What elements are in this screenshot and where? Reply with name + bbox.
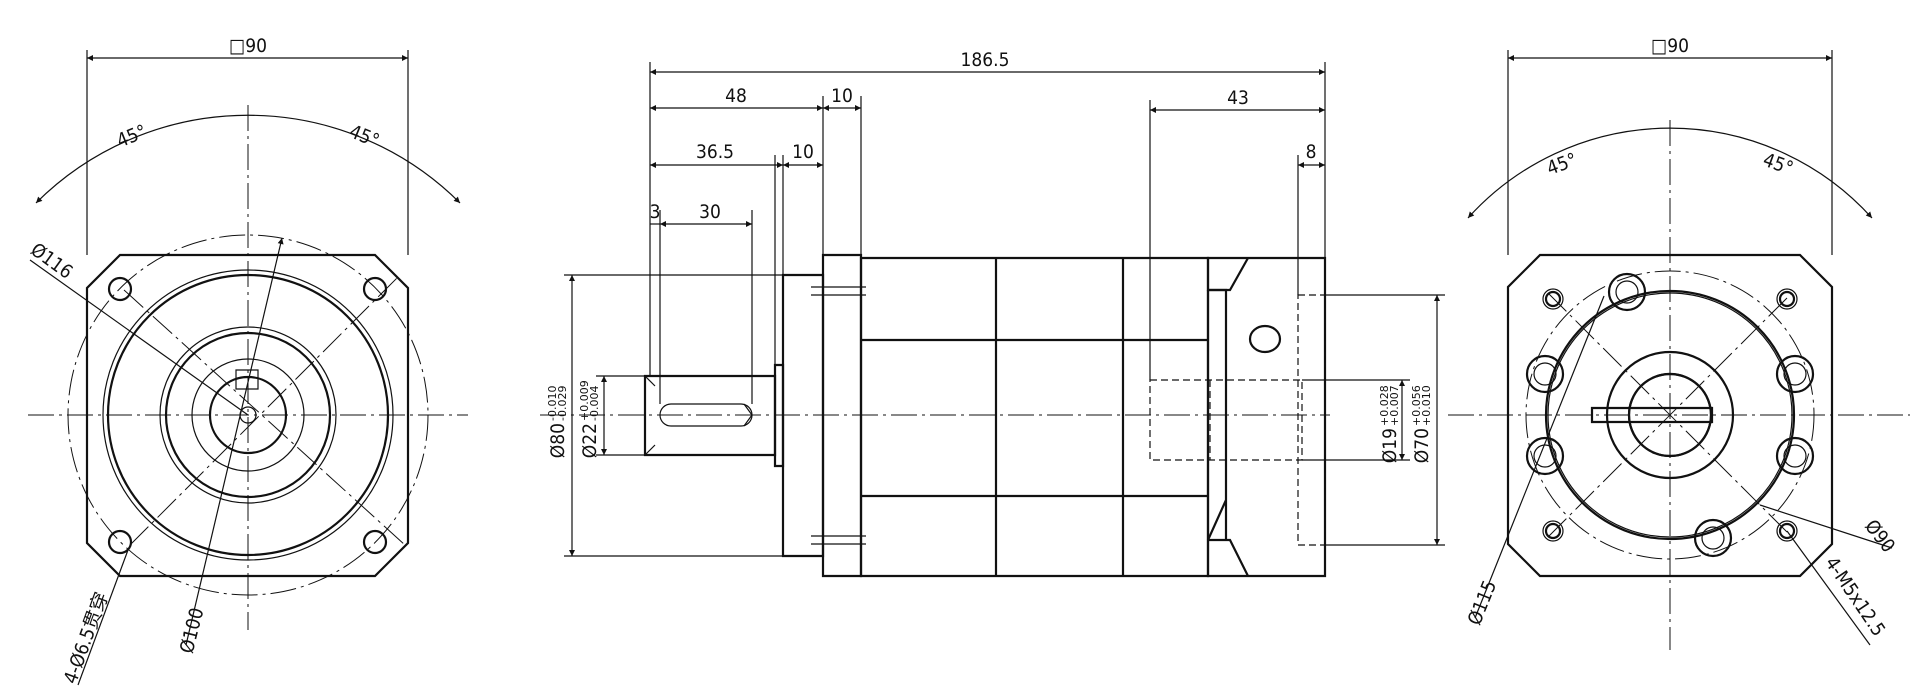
input-flange-view: □90 45° 45° Ø115 Ø90 4-M5x12.5 [1448, 35, 1910, 650]
right-pcd-small: Ø90 [1860, 516, 1899, 557]
side-view: 186.5 48 10 36.5 10 3 30 43 8 [540, 49, 1445, 576]
left-pilot-dia: Ø100 [176, 606, 208, 656]
right-square-size: □90 [1651, 35, 1689, 57]
dim-48-left: 48 [725, 85, 747, 107]
overall-length: 186.5 [961, 49, 1010, 71]
output-flange-view: □90 45° 45° Ø116 Ø100 4-Ø6.5贯穿 [26, 35, 468, 687]
dim-10-top: 10 [831, 85, 853, 107]
pilot-dia-dim: Ø80 -0.010 -0.029 [546, 386, 569, 459]
dim-8: 8 [1306, 141, 1317, 163]
bore-tol-lower: +0.007 [1388, 385, 1401, 426]
right-angle-left: 45° [1544, 149, 1580, 180]
bore-dia-dim: Ø19 +0.028 +0.007 [1378, 385, 1401, 463]
right-angle-right: 45° [1760, 149, 1796, 180]
right-pcd-large: Ø115 [1464, 577, 1502, 628]
input-pilot-tol-upper: +0.056 [1410, 385, 1423, 426]
input-pilot-dim: Ø70 +0.056 +0.010 [1410, 385, 1433, 463]
dim-36-5: 36.5 [696, 141, 734, 163]
shaft-tol-lower: -0.004 [588, 386, 601, 421]
shaft-dia-dim: Ø22 +0.009 -0.004 [578, 380, 601, 458]
input-pilot-tol-lower: +0.010 [1420, 385, 1433, 426]
left-angle-right: 45° [346, 121, 382, 153]
pilot-tol-lower: -0.029 [556, 386, 569, 421]
pilot-dia: Ø80 [547, 423, 569, 458]
dim-3: 3 [650, 201, 661, 223]
left-holes: 4-Ø6.5贯穿 [60, 589, 113, 686]
left-pcd-dia: Ø116 [26, 239, 76, 284]
dim-43: 43 [1227, 87, 1249, 109]
dim-10-mid: 10 [792, 141, 814, 163]
shaft-tol-upper: +0.009 [578, 380, 591, 421]
dim-30: 30 [699, 201, 721, 223]
bore-dia: Ø19 [1379, 428, 1401, 463]
input-pilot-dia: Ø70 [1411, 428, 1433, 463]
bore-tol-upper: +0.028 [1378, 385, 1391, 426]
right-threads: 4-M5x12.5 [1820, 553, 1889, 641]
shaft-dia: Ø22 [579, 423, 601, 458]
left-square-size: □90 [229, 35, 267, 57]
pilot-tol-upper: -0.010 [546, 386, 559, 421]
left-angle-left: 45° [114, 121, 150, 153]
